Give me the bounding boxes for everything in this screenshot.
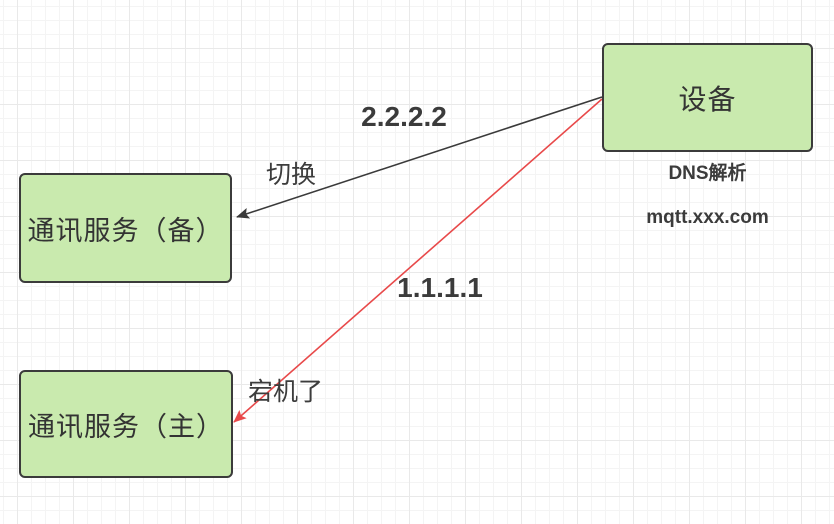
edge-note-down: 宕机了	[248, 378, 324, 406]
edge-label-backup-ip: 2.2.2.2	[361, 101, 447, 132]
edge-label-primary-ip: 1.1.1.1	[397, 272, 483, 303]
node-primary-label: 通讯服务（主）	[28, 411, 224, 442]
edge-note-switch: 切换	[266, 161, 317, 189]
node-primary-service: 通讯服务（主）	[19, 370, 233, 478]
dns-domain-label: mqtt.xxx.com	[646, 207, 769, 228]
node-device-label: 设备	[678, 83, 737, 115]
dns-resolution-label: DNS解析	[668, 163, 747, 184]
node-backup-label: 通讯服务（备）	[27, 215, 224, 246]
node-device: 设备	[602, 43, 813, 152]
node-backup-service: 通讯服务（备）	[19, 173, 232, 283]
